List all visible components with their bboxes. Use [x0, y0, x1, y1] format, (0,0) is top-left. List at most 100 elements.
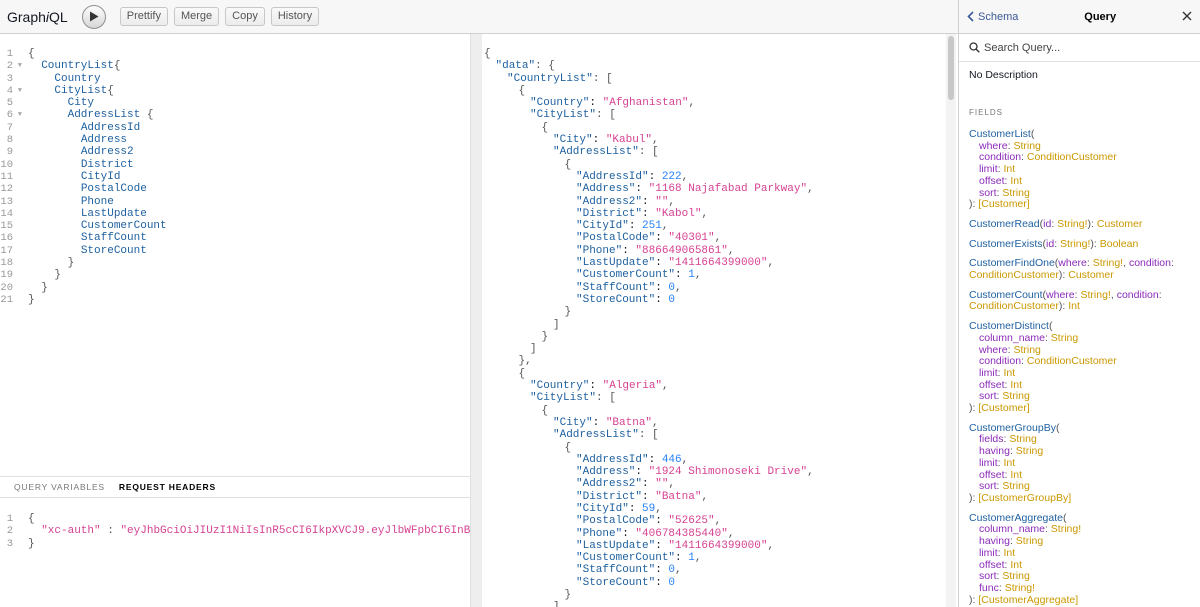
argument-type-link[interactable]: String!: [1060, 237, 1091, 250]
argument-type-link[interactable]: Int: [1003, 456, 1016, 469]
argument-type-link[interactable]: String: [1002, 570, 1030, 583]
argument-type-link[interactable]: String: [1002, 186, 1030, 199]
code-line: City: [67, 97, 95, 110]
field-name-link[interactable]: CustomerGroupBy: [969, 421, 1056, 434]
fold-toggle-icon[interactable]: ▼: [17, 62, 22, 71]
result-scrollbar-track[interactable]: [946, 34, 956, 607]
copy-button[interactable]: Copy: [225, 7, 265, 26]
return-type-link[interactable]: Boolean: [1099, 237, 1139, 250]
line-number: 10: [0, 158, 13, 171]
tab-request-headers[interactable]: REQUEST HEADERS: [118, 482, 216, 492]
code-line: StaffCount: [80, 232, 147, 245]
argument-type-link[interactable]: Int: [1003, 366, 1016, 379]
colon: :: [1004, 558, 1011, 571]
history-button[interactable]: History: [270, 7, 320, 26]
field-argument: sort: String: [969, 480, 1190, 493]
field-name-link[interactable]: CustomerList: [969, 128, 1031, 140]
field-name-link[interactable]: CustomerExists: [969, 237, 1043, 250]
argument-type-link[interactable]: String: [1015, 535, 1044, 548]
result-line: ▼{: [518, 367, 526, 380]
merge-button[interactable]: Merge: [173, 7, 220, 26]
return-type-link[interactable]: Customer: [1068, 269, 1114, 282]
return-type-link[interactable]: [CustomerAggregate]: [978, 593, 1079, 606]
colon: :: [997, 456, 1004, 469]
paren: ):: [1090, 237, 1100, 250]
code-line: }: [67, 257, 75, 270]
docs-search-input[interactable]: [984, 41, 1184, 54]
execute-query-button[interactable]: [81, 4, 106, 29]
argument-type-link[interactable]: String: [1050, 331, 1079, 344]
argument-type-link[interactable]: String!: [1092, 257, 1124, 270]
result-line: "StaffCount": 0,: [576, 564, 682, 577]
fold-toggle-icon[interactable]: ▼: [17, 86, 22, 95]
colon: :: [996, 570, 1003, 583]
argument-type-link[interactable]: Int: [1010, 174, 1023, 187]
argument-type-link[interactable]: Int: [1010, 378, 1023, 391]
argument-type-link[interactable]: String!: [1080, 288, 1111, 301]
return-type-link[interactable]: Int: [1068, 300, 1080, 313]
headers-code[interactable]: { "xc-auth" : "eyJhbGciOiJIUzI1NiIsInR5c…: [28, 513, 470, 550]
argument-type-link[interactable]: String: [1015, 445, 1044, 458]
result-line: ▼{: [564, 441, 572, 454]
argument-name: condition: [979, 151, 1022, 164]
close-docs-button[interactable]: [1182, 8, 1192, 25]
query-code[interactable]: { CountryList{ Country CityList{ City Ad…: [28, 48, 167, 306]
line-number: 3: [6, 72, 13, 85]
argument-type-link[interactable]: Int: [1003, 163, 1016, 176]
argument-type-link[interactable]: String: [1013, 343, 1041, 356]
tab-query-variables[interactable]: QUERY VARIABLES: [14, 482, 105, 492]
return-type-link[interactable]: [CustomerGroupBy]: [978, 491, 1072, 504]
argument-type-link[interactable]: Int: [1003, 546, 1016, 559]
code-line: Phone: [80, 195, 114, 208]
line-number: 6▼: [6, 109, 22, 122]
colon: :: [1170, 257, 1174, 270]
prettify-button[interactable]: Prettify: [119, 7, 168, 26]
argument-type-link[interactable]: String!: [1057, 217, 1088, 230]
result-line: "CustomerCount": 1,: [576, 269, 702, 282]
colon: :: [1009, 445, 1016, 458]
result-scrollbar-thumb[interactable]: [948, 36, 954, 100]
colon: :: [998, 581, 1005, 594]
argument-type-link[interactable]: String: [1002, 390, 1030, 403]
editor-result-divider[interactable]: [470, 34, 482, 607]
field-name-link[interactable]: CustomerCount: [969, 288, 1043, 301]
colon: :: [997, 546, 1004, 559]
argument-name: limit: [979, 163, 998, 176]
result-line: ▼"data": {: [495, 60, 555, 73]
line-number: 9: [6, 146, 13, 159]
argument-type-link[interactable]: ConditionCustomer: [969, 300, 1059, 313]
argument-type-link[interactable]: String!: [1050, 523, 1082, 536]
result-line: ]: [484, 601, 814, 607]
argument-name: having: [979, 535, 1010, 548]
field-name-link[interactable]: CustomerRead: [969, 217, 1040, 230]
fold-toggle-icon[interactable]: ▼: [17, 111, 22, 120]
code-line: AddressList {: [67, 109, 154, 122]
paren: ):: [969, 593, 979, 606]
code-line: CustomerCount: [80, 220, 167, 233]
variables-header-bar: QUERY VARIABLES REQUEST HEADERS: [0, 476, 470, 498]
argument-type-link[interactable]: String: [1002, 480, 1030, 493]
field-name-link[interactable]: CustomerFindOne: [969, 257, 1055, 270]
argument-type-link[interactable]: Int: [1010, 468, 1023, 481]
return-type-link[interactable]: [Customer]: [978, 402, 1030, 415]
code-line: AddressId: [80, 121, 141, 134]
return-type-link[interactable]: [Customer]: [978, 198, 1030, 211]
argument-type-link[interactable]: Int: [1010, 558, 1023, 571]
argument-type-link[interactable]: ConditionCustomer: [1026, 355, 1117, 368]
argument-type-link[interactable]: String!: [1004, 581, 1036, 594]
argument-type-link[interactable]: String: [1013, 139, 1041, 152]
return-type-link[interactable]: Customer: [1096, 217, 1143, 230]
argument-name: where: [979, 343, 1008, 356]
back-to-schema-link[interactable]: Schema: [967, 11, 1018, 23]
argument-type-link[interactable]: ConditionCustomer: [969, 269, 1059, 282]
argument-type-link[interactable]: ConditionCustomer: [1026, 151, 1117, 164]
field-name-link[interactable]: CustomerAggregate: [969, 511, 1063, 524]
field-name-link[interactable]: CustomerDistinct: [969, 320, 1049, 333]
line-number: 13: [0, 195, 13, 208]
colon: :: [996, 186, 1003, 199]
field-return: ): [Customer]: [969, 198, 1190, 211]
argument-type-link[interactable]: String: [1009, 433, 1037, 446]
